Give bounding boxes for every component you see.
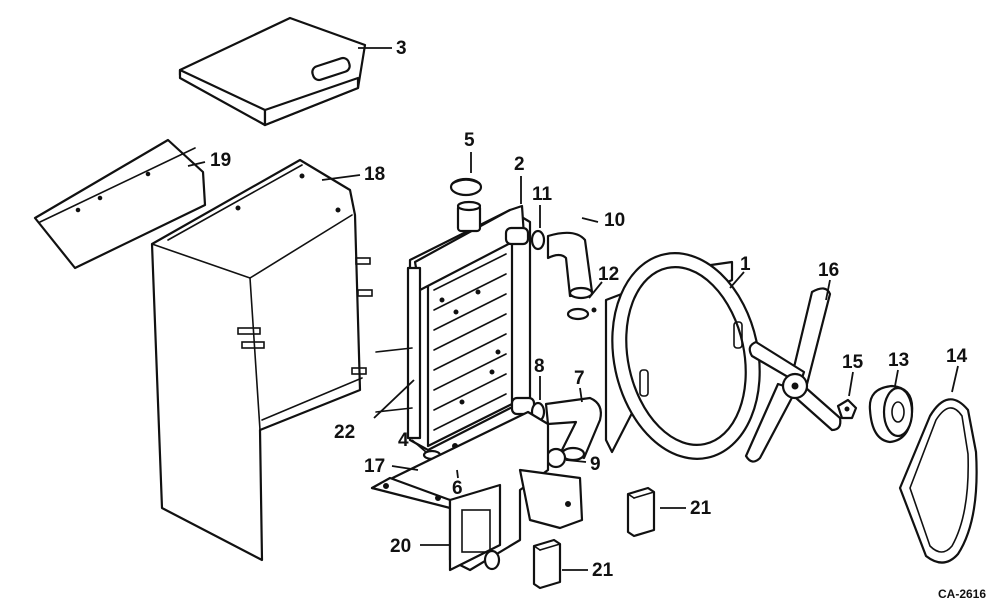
callout-6: 6 bbox=[452, 478, 463, 499]
callout-16: 16 bbox=[818, 260, 839, 281]
callout-12: 12 bbox=[598, 264, 619, 285]
callout-15: 15 bbox=[842, 352, 864, 373]
part-fan-shroud bbox=[604, 252, 761, 460]
part-radiator-cap bbox=[449, 177, 483, 197]
part-mounting-bracket bbox=[370, 410, 584, 572]
part-clamp-upper bbox=[530, 229, 546, 251]
part-lower-hose bbox=[544, 396, 602, 462]
callout-7: 7 bbox=[574, 368, 585, 389]
part-fan bbox=[744, 287, 842, 463]
callout-5: 5 bbox=[464, 130, 475, 151]
figure-code: CA-2616 bbox=[938, 587, 986, 601]
part-elbow-fitting bbox=[545, 447, 567, 469]
part-rubber-block-upper bbox=[626, 486, 656, 538]
part-v-belt bbox=[898, 398, 978, 564]
part-rubber-block-lower bbox=[532, 538, 562, 590]
callout-20: 20 bbox=[390, 536, 411, 557]
callout-4: 4 bbox=[398, 430, 409, 451]
callout-8: 8 bbox=[534, 356, 545, 377]
part-upper-hose bbox=[546, 231, 594, 300]
callout-3: 3 bbox=[396, 38, 407, 59]
callout-14: 14 bbox=[946, 346, 968, 367]
radiator-fins bbox=[433, 253, 507, 431]
part-top-cover bbox=[178, 16, 367, 127]
callout-labels: 3 5 2 11 10 12 1 16 15 13 14 8 7 9 18 19… bbox=[210, 38, 968, 581]
part-shroud-baffle bbox=[150, 158, 373, 562]
leader-lines bbox=[187, 47, 959, 571]
callout-2: 2 bbox=[514, 154, 525, 175]
callout-13: 13 bbox=[888, 350, 909, 371]
callout-9: 9 bbox=[590, 454, 601, 475]
callout-19: 19 bbox=[210, 150, 231, 171]
part-radiator bbox=[375, 200, 536, 452]
callout-17: 17 bbox=[364, 456, 385, 477]
part-pulley bbox=[868, 384, 914, 444]
callout-10: 10 bbox=[604, 210, 625, 231]
callout-18: 18 bbox=[364, 164, 385, 185]
part-clamp-lower-upperhose bbox=[566, 307, 597, 321]
callout-11: 11 bbox=[532, 184, 553, 205]
callout-22: 22 bbox=[334, 422, 355, 443]
part-fan-spacer bbox=[836, 398, 858, 420]
callout-21-upper: 21 bbox=[690, 498, 712, 519]
callout-21-lower: 21 bbox=[592, 560, 614, 581]
part-deflector-panel bbox=[33, 138, 207, 270]
callout-1: 1 bbox=[740, 254, 751, 275]
